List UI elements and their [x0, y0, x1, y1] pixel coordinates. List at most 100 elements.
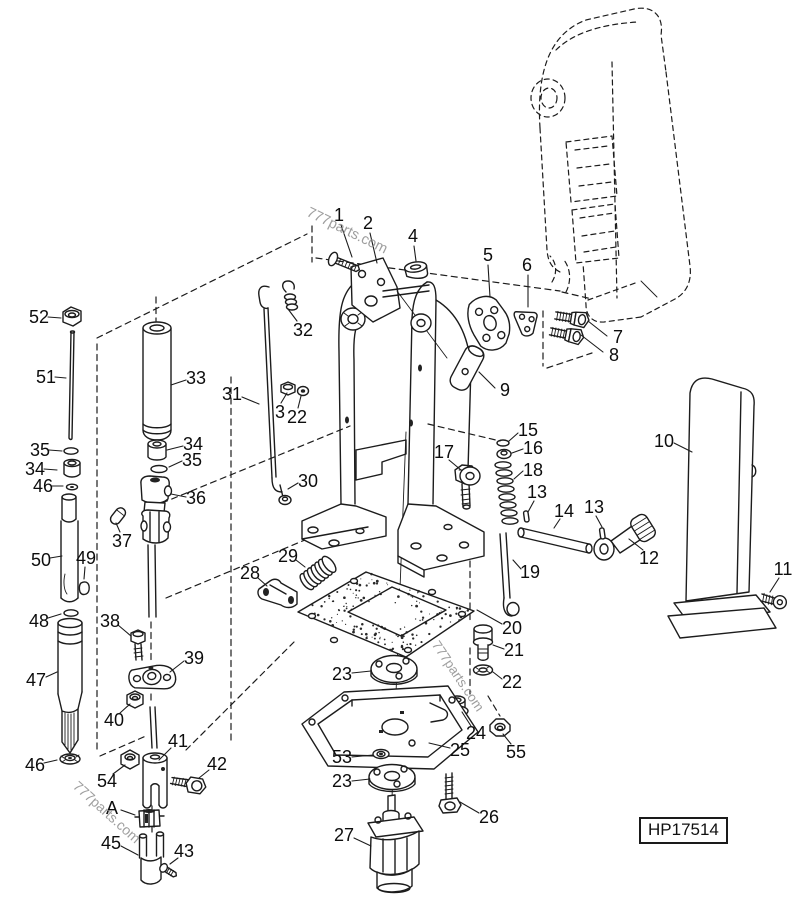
part-33-tube [142, 321, 172, 441]
part-label-48: 48 [28, 611, 50, 631]
part-label-47: 47 [25, 670, 47, 690]
part-label-19: 19 [519, 562, 541, 582]
leader-line-42 [198, 769, 210, 779]
part-52-nut [62, 306, 82, 327]
part-16-nut [496, 448, 512, 460]
leader-line-35 [168, 460, 183, 468]
leader-line-21 [492, 644, 505, 650]
part-45-fork [138, 831, 165, 885]
leader-line-1 [340, 224, 353, 258]
part-47-shaft [57, 617, 83, 754]
leader-line-43 [169, 857, 179, 865]
part-label-22: 22 [286, 407, 308, 427]
part-11-bolt [760, 592, 788, 610]
leader-line-26 [459, 801, 480, 814]
leader-line-12 [628, 538, 644, 551]
part-34-collar-mid [147, 439, 167, 461]
part-label-25: 25 [449, 740, 471, 760]
leader-line-3 [280, 392, 288, 404]
housing-outline [530, 7, 691, 323]
part-label-27: 27 [333, 825, 355, 845]
part-2-pivot-plate [350, 257, 401, 323]
part-label-30: 30 [297, 471, 319, 491]
part-29-spring [299, 555, 337, 591]
part-39-flange-plate [128, 664, 177, 690]
part-label-39: 39 [183, 648, 205, 668]
leader-line-45 [120, 845, 139, 856]
leader-line-52 [47, 316, 62, 319]
part-23-lower-flange [368, 763, 416, 793]
leader-line-25 [428, 742, 451, 749]
leader-line-22 [297, 395, 302, 409]
part-9-spacer [449, 345, 485, 391]
part-label-A: A [105, 798, 119, 818]
housing-edge-stroke [640, 280, 658, 298]
part-37-pin [109, 507, 127, 525]
leader-line-19 [512, 559, 522, 570]
part-label-34: 34 [182, 434, 204, 454]
part-15-snap-ring [496, 439, 510, 447]
part-label-53: 53 [331, 747, 353, 767]
part-label-22: 22 [501, 672, 523, 692]
part-25-base-plate [301, 685, 479, 770]
part-label-35: 35 [29, 440, 51, 460]
part-26-bolt [438, 772, 462, 814]
part-label-54: 54 [96, 771, 118, 791]
part-55-nut [489, 718, 511, 737]
leader-line-47 [45, 671, 58, 678]
part-label-32: 32 [292, 320, 314, 340]
part-label-13: 13 [583, 497, 605, 517]
leader-line-22 [492, 671, 503, 680]
leader-line-A [120, 809, 136, 816]
part-21-valve [472, 624, 494, 661]
part-label-46: 46 [24, 755, 46, 775]
part-42-bolt [169, 776, 207, 795]
part-20-gasket [297, 571, 475, 658]
part-label-2: 2 [362, 213, 374, 233]
part-label-55: 55 [505, 742, 527, 762]
bracket-left-foot [301, 503, 387, 550]
part-1-screw [327, 251, 361, 273]
part-4-cap [403, 261, 429, 280]
leader-line-30 [287, 482, 299, 490]
part-43-screw [159, 862, 178, 878]
part-50-tube [60, 493, 79, 603]
leader-line-50 [49, 555, 63, 559]
leader-line-18 [513, 470, 524, 480]
part-30-bolt [278, 484, 292, 506]
part-48-ring [63, 609, 79, 617]
part-label-26: 26 [478, 807, 500, 827]
part-label-23: 23 [331, 771, 353, 791]
part-5-cam-bracket [467, 295, 511, 351]
part-7-bolt [554, 310, 590, 329]
part-31-rod [258, 285, 283, 493]
part-label-8: 8 [608, 345, 620, 365]
part-label-41: 41 [167, 731, 189, 751]
leader-line-37 [115, 522, 121, 533]
part-13-pin-left [522, 510, 530, 523]
part-23-upper-flange [370, 654, 418, 685]
part-label-5: 5 [482, 245, 494, 265]
part-label-49: 49 [75, 548, 97, 568]
leader-line-14 [553, 518, 561, 529]
part-label-35: 35 [181, 450, 203, 470]
main-bracket [301, 257, 485, 578]
leader-line-53 [351, 754, 374, 758]
leader-line-13 [527, 500, 535, 513]
leader-line-32 [287, 308, 298, 322]
leader-line-20 [476, 609, 503, 625]
part-6-plate [513, 311, 538, 337]
leader-line-7 [587, 320, 608, 337]
part-46-washer-lower [59, 753, 81, 765]
part-28-pivot-bracket [257, 578, 298, 609]
part-3-nut [280, 381, 296, 396]
part-label-29: 29 [277, 546, 299, 566]
leader-line-34 [166, 445, 184, 451]
leader-line-10 [673, 442, 693, 453]
part-label-18: 18 [522, 460, 544, 480]
part-label-15: 15 [517, 420, 539, 440]
part-label-7: 7 [612, 327, 624, 347]
part-label-10: 10 [653, 431, 675, 451]
part-label-1: 1 [333, 205, 345, 225]
